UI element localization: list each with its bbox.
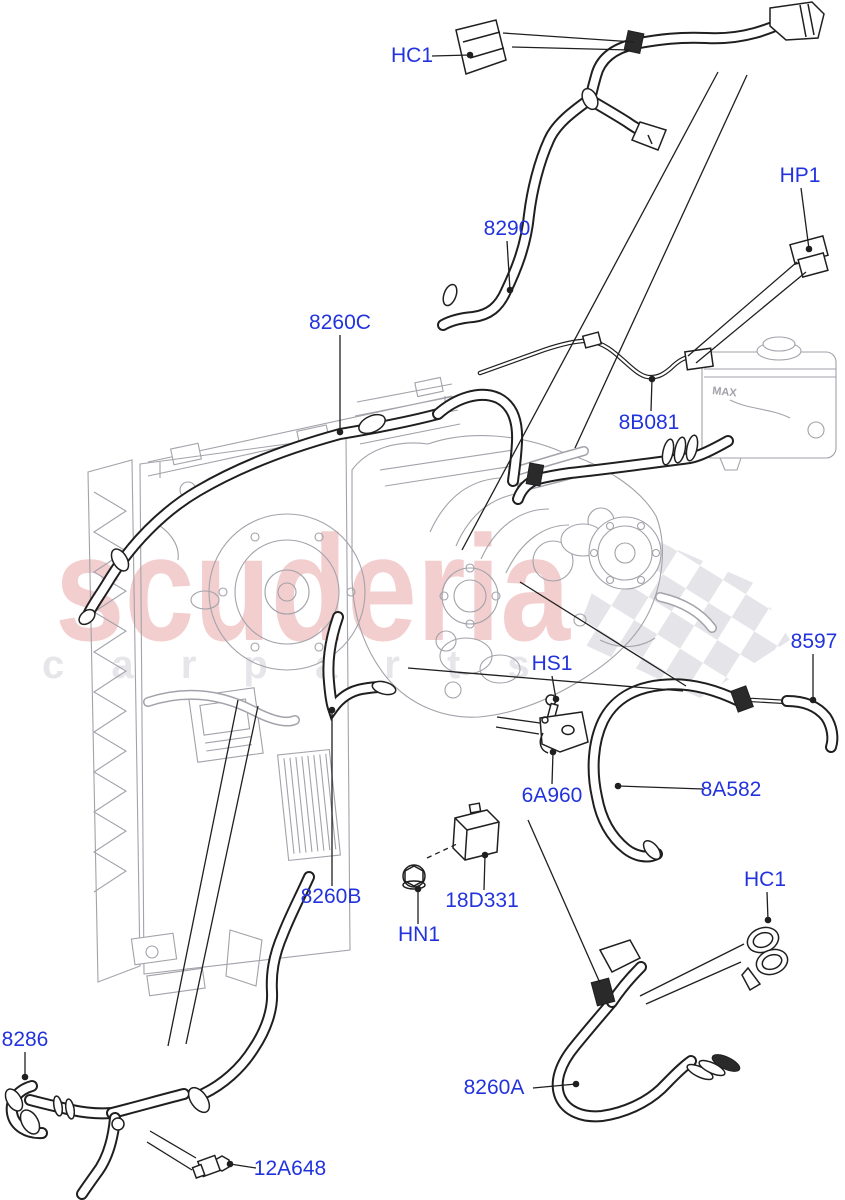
leader-line (527, 819, 601, 984)
leader-line (551, 751, 554, 785)
leader-dot (648, 375, 656, 383)
hose-connector (769, 1, 825, 41)
hose-ring (358, 413, 386, 435)
leader-line (495, 726, 540, 735)
leader-line (426, 843, 458, 859)
clamp-hc1-bottom-part (741, 926, 789, 992)
part-label-18d331[interactable]: 18D331 (445, 889, 519, 912)
leader-line (650, 378, 653, 412)
leader-dot (809, 696, 817, 704)
leader-line (146, 1141, 193, 1171)
sensor-18d331-part (452, 802, 500, 861)
ribbed-elbow-8286 (4, 1088, 125, 1135)
tank-max-marking: MAX (712, 385, 738, 400)
leader-line (645, 961, 742, 1005)
leader-dot (21, 1073, 29, 1081)
leader-dot (614, 782, 622, 790)
leader-line (502, 32, 635, 43)
leader-dot (572, 1080, 580, 1088)
leader-line (506, 240, 511, 291)
leader-line (461, 71, 719, 551)
leader-line (149, 1130, 197, 1159)
hose-clamp (525, 462, 545, 487)
hose-clamp (642, 839, 662, 861)
part-label-8290[interactable]: 8290 (483, 217, 531, 240)
hose-clamp (110, 548, 130, 572)
hose-clamp (730, 685, 754, 713)
sensor-12a648-part (191, 1154, 230, 1179)
hose-clamp (590, 977, 616, 1007)
pipe-fitting (581, 331, 603, 349)
hose-end (78, 608, 96, 626)
hose-clamp (187, 1086, 211, 1114)
leader-dot (549, 748, 557, 756)
leader-line (167, 699, 239, 1047)
leader-line (519, 581, 687, 687)
part-label-hn1[interactable]: HN1 (397, 923, 441, 946)
leader-line (532, 1083, 577, 1089)
leader-line (511, 46, 631, 51)
leader-line (574, 74, 748, 449)
part-label-8a582[interactable]: 8A582 (700, 778, 762, 801)
leader-line (431, 54, 471, 57)
leader-dot (414, 885, 422, 893)
leader-line (185, 705, 259, 1045)
branch-connector (630, 121, 667, 151)
part-label-8286[interactable]: 8286 (1, 1028, 49, 1051)
leader-dot (336, 428, 344, 436)
leader-line (496, 716, 541, 724)
leader-dot (506, 286, 514, 294)
hose-clamp (442, 283, 458, 307)
leader-line (407, 667, 684, 692)
leader-line (695, 271, 807, 364)
bracket-6a960-part (539, 711, 589, 754)
part-label-hp1[interactable]: HP1 (779, 164, 821, 187)
leader-line (766, 891, 769, 921)
expansion-tank: MAX (701, 336, 837, 471)
leader-line (617, 785, 704, 790)
hose-ring (581, 87, 599, 111)
leader-dot (481, 851, 489, 859)
clamp-hc1-top-part (455, 19, 507, 75)
sensor-hp1-part (789, 235, 829, 278)
part-label-hs1[interactable]: HS1 (531, 652, 573, 675)
leader-line (639, 943, 745, 997)
part-label-hc1-bottom[interactable]: HC1 (743, 868, 787, 891)
leader-line (800, 187, 810, 250)
watermark-carparts: c a r p a r t s (42, 643, 548, 687)
leader-line (483, 854, 486, 891)
radiator-assembly (87, 376, 461, 997)
hose-end (371, 680, 397, 696)
part-label-8260c[interactable]: 8260C (309, 311, 371, 334)
part-label-8260b[interactable]: 8260B (300, 885, 362, 908)
oil-cooler (276, 748, 342, 862)
engine-assembly (351, 435, 712, 718)
leader-dot (552, 695, 560, 703)
leader-dot (328, 706, 336, 714)
fitting-8260a-top (598, 939, 642, 973)
water-pump (560, 516, 662, 590)
part-label-6a960[interactable]: 6A960 (521, 784, 583, 807)
part-label-8597[interactable]: 8597 (790, 630, 838, 653)
connector-8260a-end (686, 1054, 741, 1081)
part-label-hc1-top[interactable]: HC1 (390, 44, 434, 67)
leader-dot (226, 1160, 234, 1168)
ribbed-connector (661, 434, 699, 466)
pipe-connector (684, 347, 714, 371)
part-label-8b081[interactable]: 8B081 (618, 411, 680, 434)
leader-dot (764, 916, 772, 924)
part-label-8260a[interactable]: 8260A (463, 1076, 525, 1099)
leader-line (229, 1163, 257, 1169)
leader-line (687, 261, 798, 357)
leader-dot (805, 245, 813, 253)
leader-lines (21, 32, 817, 1171)
leader-dot (466, 51, 474, 59)
part-label-12a648[interactable]: 12A648 (253, 1157, 327, 1180)
nut-hn1-part (402, 864, 426, 890)
